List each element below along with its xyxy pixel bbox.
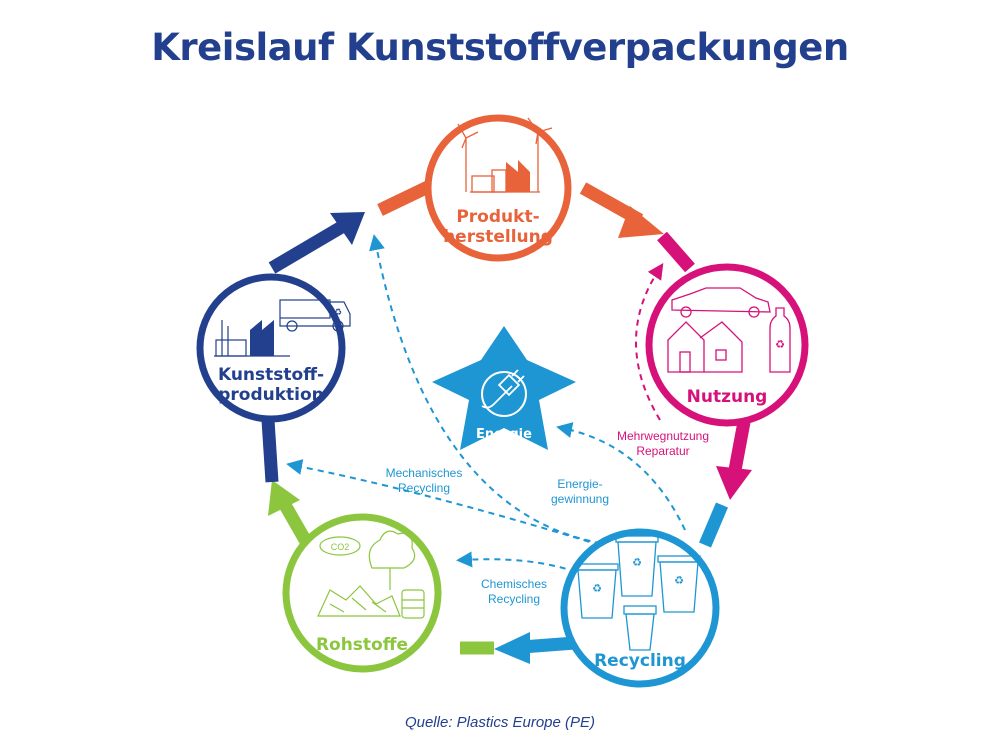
flow-label-chemisch-2: Recycling <box>488 592 540 606</box>
node-label-energie: Energie <box>476 427 532 442</box>
flow-label-energiegewinnung-2: gewinnung <box>551 492 609 506</box>
flow-label-mechanisch-1: Mechanisches <box>386 466 463 480</box>
arrow-produktion-stub <box>261 419 279 483</box>
node-energie: Energie <box>432 326 576 450</box>
node-label-recycling: Recycling <box>594 651 686 671</box>
node-label-rohstoffe: Rohstoffe <box>316 635 408 655</box>
svg-text:♻: ♻ <box>592 583 602 595</box>
node-label-produktherstellung-1: Produkt- <box>456 207 539 227</box>
source-caption: Quelle: Plastics Europe (PE) <box>404 714 596 731</box>
energy-dashed-arrow <box>556 422 686 531</box>
flow-label-chemisch-1: Chemisches <box>481 577 547 591</box>
svg-text:CO2: CO2 <box>331 542 350 552</box>
node-label-kunststoffproduktion-1: Kunststoff- <box>218 365 324 385</box>
arrow-herstellung-stub <box>377 179 435 216</box>
node-recycling: ♻ ♻ ♻ Recycling <box>560 528 720 688</box>
svg-text:♻: ♻ <box>632 557 642 569</box>
svg-text:♻: ♻ <box>674 575 684 587</box>
node-label-kunststoffproduktion-2: produktion <box>218 385 324 405</box>
flow-label-mehrweg-1: Mehrwegnutzung <box>617 429 709 443</box>
chemical-dashed-arrow <box>456 551 577 573</box>
node-rohstoffe: CO2 Rohstoffe <box>282 513 442 673</box>
arrow-produktion-to-herstellung <box>268 212 365 274</box>
svg-text:♻: ♻ <box>334 307 342 317</box>
arrow-rohstoffe-to-produktion <box>268 480 314 549</box>
arrow-herstellung-to-nutzung <box>579 182 664 238</box>
plug-icon <box>481 369 525 409</box>
co2-trees-waste-barrel-icon: CO2 <box>317 530 425 619</box>
arrow-recycling-stub <box>699 502 728 548</box>
arrow-recycling-to-rohstoffe <box>494 632 576 664</box>
car-house-bottle-icon: ♻ <box>667 287 791 373</box>
mechanical-dashed-arrow-2 <box>286 459 601 546</box>
mehrweg-dashed-arrow <box>635 263 664 421</box>
node-label-nutzung: Nutzung <box>687 387 768 407</box>
flow-label-energiegewinnung-1: Energie- <box>557 477 602 491</box>
arrow-nutzung-stub <box>657 231 695 273</box>
node-label-produktherstellung-2: herstellung <box>443 227 553 247</box>
recycling-bins-icon: ♻ ♻ ♻ <box>575 535 701 651</box>
node-nutzung: ♻ Nutzung <box>645 263 809 427</box>
svg-text:♻: ♻ <box>775 339 785 351</box>
diagram-title: Kreislauf Kunststoffverpackungen <box>151 26 849 69</box>
factory-truck-icon: ♻ <box>214 299 351 357</box>
factory-windturbine-icon <box>457 117 553 193</box>
node-kunststoffproduktion: ♻ Kunststoff- produktion <box>196 273 351 423</box>
node-produktherstellung: Produkt- herstellung <box>424 114 572 262</box>
flow-label-mehrweg-2: Reparatur <box>636 444 689 458</box>
flow-label-mechanisch-2: Recycling <box>398 481 450 495</box>
arrow-nutzung-to-recycling <box>716 420 752 500</box>
